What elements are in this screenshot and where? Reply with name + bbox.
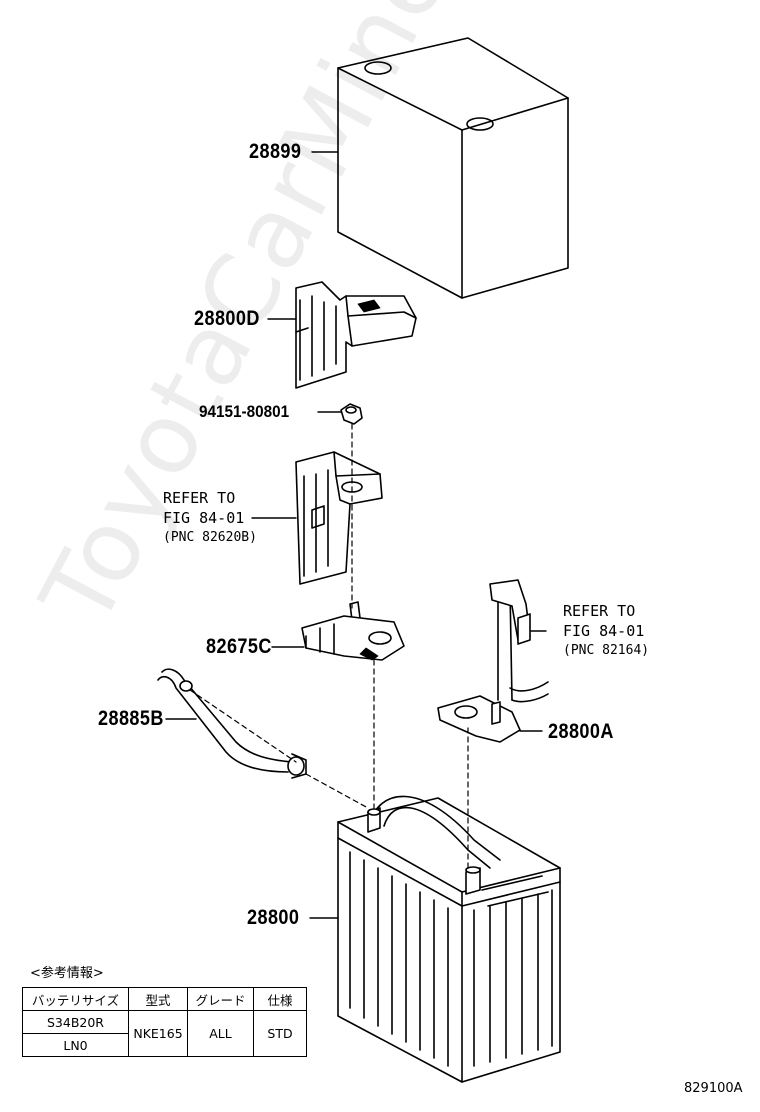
reference-line-1: REFER TO (163, 489, 236, 507)
grade-cell: ALL (187, 1010, 254, 1057)
battery-size-cell: LN0 (22, 1033, 129, 1057)
spec-cell: STD (253, 1010, 307, 1057)
table-header-cell: グレード (187, 987, 254, 1011)
table-row: S34B20R NKE165 ALL STD (22, 1010, 307, 1057)
reference-line-1: REFER TO (563, 602, 636, 620)
reference-info-table: バッテリサイズ 型式 グレード 仕様 S34B20R NKE165 ALL ST… (22, 987, 307, 1057)
part-number-28885b[interactable]: 28885B (98, 707, 164, 730)
positive-terminal-bracket (295, 451, 383, 585)
reference-line-2: FIG 84-01 (163, 509, 245, 527)
reference-pnc: (PNC 82164) (563, 643, 650, 658)
reference-note-82620b[interactable]: REFER TO FIG 84-01 (PNC 82620B) (163, 488, 257, 548)
table-header-cell: バッテリサイズ (22, 987, 129, 1011)
leader-lines (165, 151, 547, 919)
part-number-28899[interactable]: 28899 (249, 140, 302, 163)
vent-hose-part (157, 668, 307, 779)
reference-line-2: FIG 84-01 (563, 622, 645, 640)
nut-part (340, 403, 363, 425)
assembly-lines (189, 423, 469, 869)
reference-info-title: <参考情報> (30, 966, 104, 981)
part-number-94151-80801[interactable]: 94151-80801 (199, 402, 290, 421)
table-header-cell: 型式 (128, 987, 188, 1011)
reference-note-82164[interactable]: REFER TO FIG 84-01 (PNC 82164) (563, 601, 649, 661)
part-number-82675c[interactable]: 82675C (206, 635, 272, 658)
terminal-clamp-part (301, 601, 405, 661)
battery-insulator-box-part (337, 37, 569, 299)
table-row: LN0 (22, 1033, 307, 1057)
model-cell: NKE165 (128, 1010, 188, 1057)
negative-cable-part (489, 579, 549, 703)
negative-terminal-clamp-part (437, 695, 521, 743)
table-header-cell: 仕様 (253, 987, 307, 1011)
part-number-28800[interactable]: 28800 (247, 906, 300, 929)
table-header-row: バッテリサイズ 型式 グレード 仕様 (22, 987, 307, 1011)
illustration-id: 829100A (684, 1081, 743, 1096)
part-number-28800d[interactable]: 28800D (194, 307, 260, 330)
battery-size-cell: S34B20R (22, 1010, 129, 1034)
reference-pnc: (PNC 82620B) (163, 530, 257, 545)
terminal-cover-part (295, 281, 417, 389)
part-number-28800a[interactable]: 28800A (548, 720, 614, 743)
battery-part (337, 795, 561, 1083)
